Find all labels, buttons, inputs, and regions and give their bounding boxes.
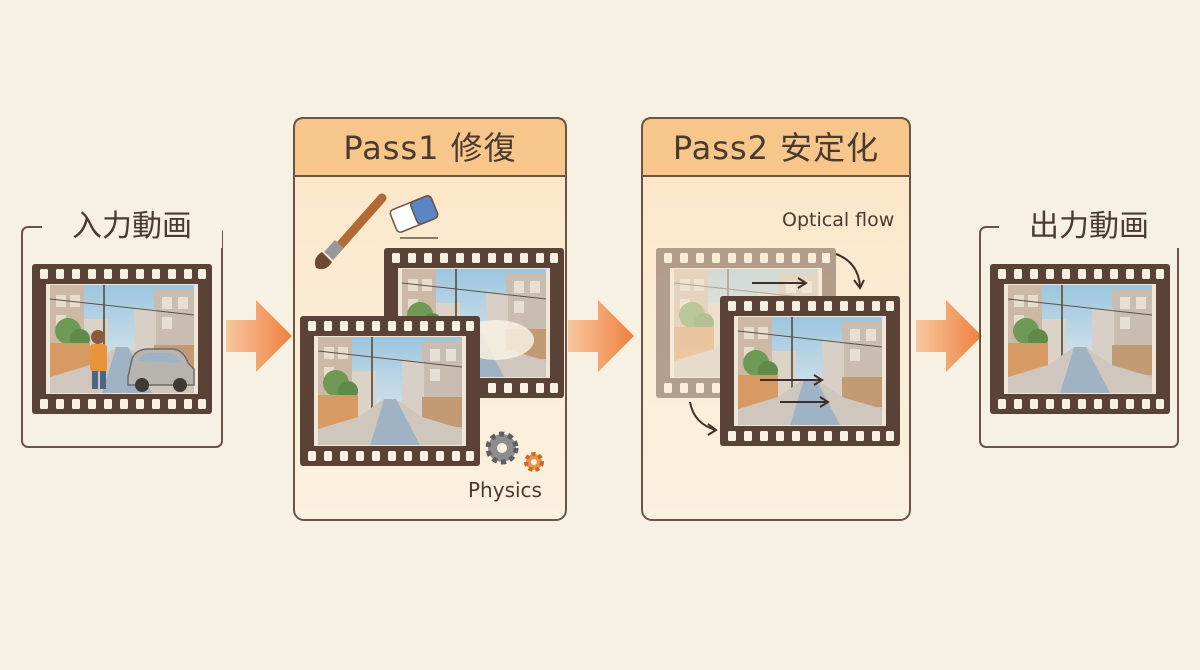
pass1-title: Pass1 修復 [343, 129, 517, 167]
output-film-frame [990, 264, 1170, 414]
pass1-film-front [300, 316, 480, 466]
pass1-panel [293, 117, 567, 521]
optical-flow-arrows [752, 277, 830, 408]
flow-arrow-3 [916, 300, 982, 372]
flow-arrow-1 [226, 300, 292, 372]
input-video-label: 入力動画 [42, 206, 222, 248]
gear-icon [485, 431, 544, 472]
curved-arrow-icon [689, 253, 865, 436]
pass2-film-main [720, 296, 900, 446]
pass2-panel [641, 117, 911, 521]
output-video-box [979, 226, 1179, 448]
paintbrush-icon [314, 193, 387, 270]
physics-label: Physics [468, 478, 542, 502]
input-film-frame [32, 264, 212, 414]
flow-arrow-2 [568, 300, 634, 372]
optical-flow-label: Optical flow [782, 209, 895, 231]
output-video-label: 出力動画 [999, 206, 1179, 248]
eraser-icon [389, 195, 439, 233]
input-video-box [21, 226, 223, 448]
pass2-title: Pass2 安定化 [672, 129, 880, 167]
